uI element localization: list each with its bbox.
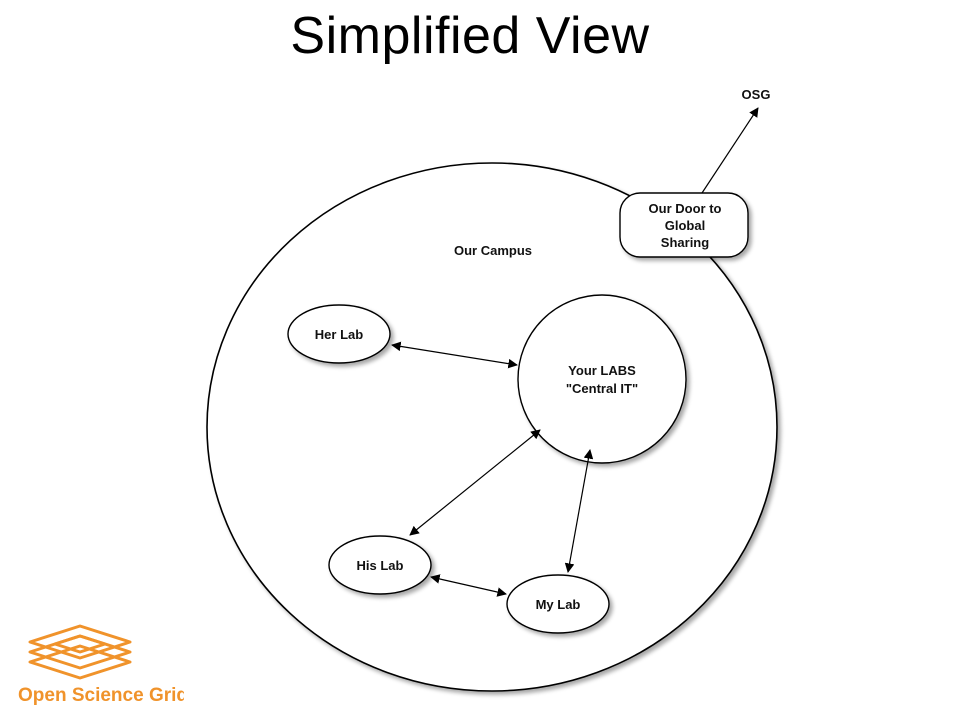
osg-label: OSG: [742, 87, 771, 102]
osg-logo: Open Science Grid: [14, 622, 184, 712]
door-node: [619, 192, 749, 258]
my-lab-central-arrow: [564, 449, 594, 573]
her-lab-node: [287, 304, 391, 364]
my-lab-node: [506, 574, 610, 634]
her-lab-central-arrow: [391, 341, 518, 369]
door-to-osg-arrow: [701, 107, 759, 194]
central-label-line-2: "Central IT": [566, 381, 638, 396]
her-lab-label: Her Lab: [315, 327, 363, 342]
logo-text: Open Science Grid: [18, 685, 184, 706]
door-label-line-2: Global: [665, 218, 705, 233]
door-label-line-3: Sharing: [661, 235, 709, 250]
central-node: [517, 294, 687, 464]
his-lab-label: His Lab: [357, 558, 404, 573]
his-lab-node: [328, 535, 432, 595]
his-lab-my-lab-arrow: [430, 574, 507, 597]
campus-label: Our Campus: [454, 243, 532, 258]
my-lab-label: My Lab: [536, 597, 581, 612]
his-lab-central-arrow: [409, 429, 541, 536]
slide-title: Simplified View: [290, 7, 650, 65]
central-label-line-1: Your LABS: [568, 363, 636, 378]
layered-grid-icon: [28, 624, 132, 680]
door-label-line-1: Our Door to: [649, 201, 722, 216]
